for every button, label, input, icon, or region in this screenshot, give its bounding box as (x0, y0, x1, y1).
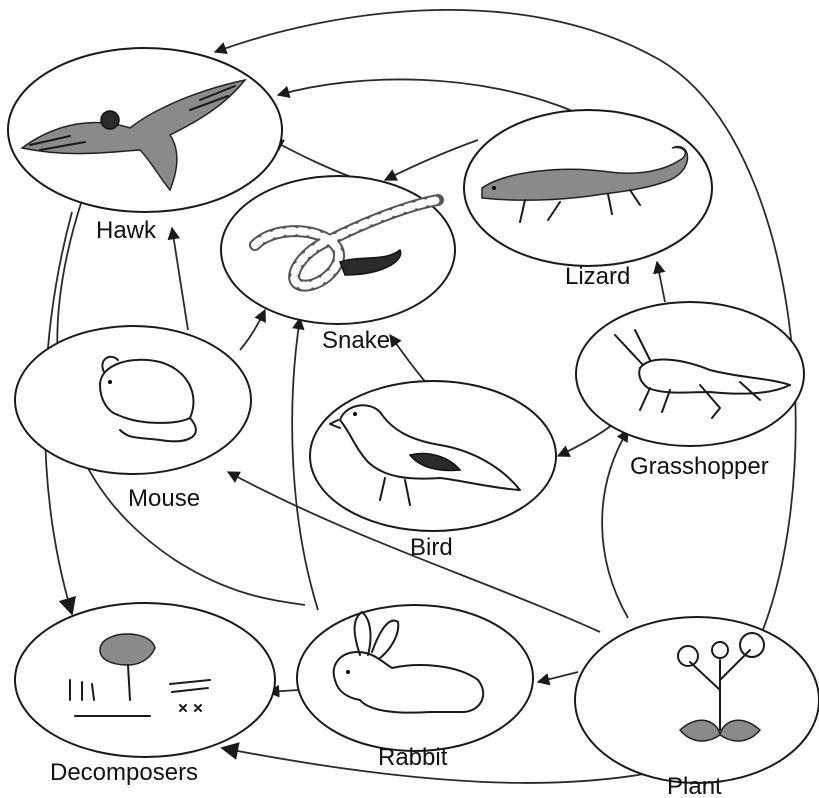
arrow-lizard-to-hawk (278, 79, 575, 112)
label-grasshopper: Grasshopper (630, 453, 769, 480)
node-lizard: Lizard (464, 110, 712, 290)
label-rabbit: Rabbit (378, 744, 448, 771)
node-mouse: Mouse (15, 326, 251, 512)
label-mouse: Mouse (128, 485, 200, 512)
label-decomposers: Decomposers (50, 759, 198, 786)
node-bird: Bird (310, 381, 556, 561)
label-plant: Plant (667, 773, 722, 798)
arrow-plant-to-grasshopper (602, 430, 628, 618)
node-grasshopper: Grasshopper (576, 302, 804, 480)
label-hawk: Hawk (96, 217, 157, 244)
label-lizard: Lizard (565, 263, 630, 290)
node-decomposers: Decomposers (15, 603, 275, 786)
arrow-lizard-to-snake (385, 140, 478, 180)
node-rabbit: Rabbit (297, 605, 533, 771)
node-plant: Plant (575, 617, 819, 798)
label-snake: Snake (322, 327, 390, 354)
arrow-grasshopper-to-lizard (657, 262, 665, 302)
arrow-bird-to-snake (390, 335, 428, 385)
arrow-grasshopper-to-bird (558, 425, 612, 456)
arrow-mouse-to-snake (240, 310, 265, 350)
arrow-plant-to-rabbit (538, 672, 578, 682)
label-bird: Bird (410, 534, 453, 561)
arrow-mouse-to-hawk (172, 228, 188, 330)
